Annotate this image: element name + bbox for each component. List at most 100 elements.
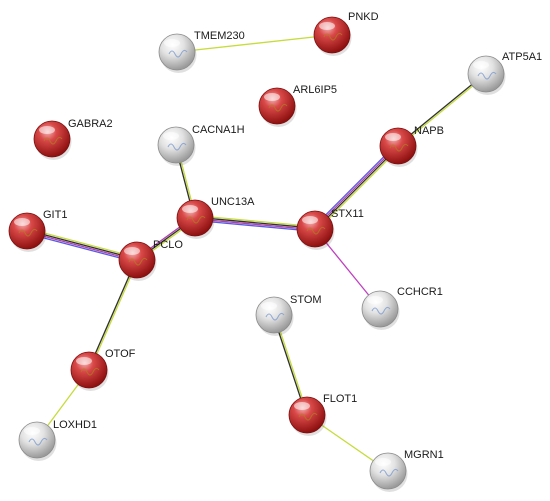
node-gabra2[interactable]: GABRA2 bbox=[33, 118, 113, 160]
node-unc13a[interactable]: UNC13A bbox=[176, 196, 255, 239]
node-cchcr1[interactable]: CCHCR1 bbox=[361, 286, 443, 330]
node-highlight bbox=[124, 247, 140, 255]
edge-strand bbox=[313, 144, 398, 229]
node-stom[interactable]: STOM bbox=[255, 294, 322, 336]
node-napb[interactable]: NAPB bbox=[379, 125, 444, 167]
structure-glyph-icon bbox=[268, 103, 288, 112]
node-label: PNKD bbox=[348, 11, 379, 23]
node-circle[interactable] bbox=[296, 210, 334, 248]
node-circle[interactable] bbox=[157, 126, 195, 164]
structure-glyph-icon bbox=[298, 412, 318, 421]
structure-glyph-icon bbox=[389, 143, 409, 152]
node-circle[interactable] bbox=[313, 16, 351, 54]
node-highlight bbox=[164, 39, 180, 47]
node-label: STOM bbox=[290, 294, 322, 306]
node-highlight bbox=[14, 218, 30, 226]
node-circle[interactable] bbox=[369, 452, 407, 490]
structure-glyph-icon bbox=[371, 306, 391, 315]
node-label: ARL6IP5 bbox=[293, 84, 337, 96]
structure-glyph-icon bbox=[265, 312, 285, 321]
node-label: FLOT1 bbox=[323, 393, 357, 405]
node-highlight bbox=[24, 427, 40, 435]
edge-strand bbox=[89, 260, 139, 371]
edge-strand bbox=[312, 143, 397, 228]
structure-glyph-icon bbox=[80, 367, 100, 376]
edge-strand bbox=[194, 219, 315, 233]
structure-glyph-icon bbox=[28, 437, 48, 446]
node-label: LOXHD1 bbox=[53, 419, 97, 431]
edge-git1-pclo bbox=[26, 228, 138, 263]
node-label: PCLO bbox=[153, 239, 183, 251]
node-circle[interactable] bbox=[255, 296, 293, 334]
node-label: UNC13A bbox=[211, 196, 255, 208]
node-label: CACNA1H bbox=[192, 124, 245, 136]
node-circle[interactable] bbox=[118, 241, 156, 279]
node-circle[interactable] bbox=[258, 87, 296, 125]
node-highlight bbox=[375, 458, 391, 466]
node-circle[interactable] bbox=[18, 421, 56, 459]
node-label: STX11 bbox=[331, 208, 364, 220]
node-pnkd[interactable]: PNKD bbox=[313, 11, 379, 56]
node-flot1[interactable]: FLOT1 bbox=[288, 393, 357, 436]
edge-strand bbox=[397, 72, 486, 146]
edge-strand bbox=[194, 218, 315, 231]
node-label: GIT1 bbox=[43, 209, 67, 221]
node-git1[interactable]: GIT1 bbox=[8, 209, 67, 252]
edge-strand bbox=[195, 216, 316, 229]
node-arl6ip5[interactable]: ARL6IP5 bbox=[258, 84, 337, 127]
node-atp5a1[interactable]: ATP5A1 bbox=[467, 51, 542, 95]
node-circle[interactable] bbox=[33, 120, 71, 158]
node-loxhd1[interactable]: LOXHD1 bbox=[18, 419, 97, 461]
node-highlight bbox=[385, 133, 401, 141]
node-highlight bbox=[163, 132, 179, 140]
structure-glyph-icon bbox=[43, 136, 63, 145]
node-label: NAPB bbox=[414, 125, 444, 137]
node-circle[interactable] bbox=[176, 199, 214, 237]
edge-atp5a1-napb bbox=[397, 72, 487, 148]
structure-glyph-icon bbox=[323, 32, 343, 41]
node-highlight bbox=[39, 126, 55, 134]
node-circle[interactable] bbox=[467, 55, 505, 93]
structure-glyph-icon bbox=[128, 257, 148, 266]
node-label: OTOF bbox=[105, 348, 136, 360]
node-circle[interactable] bbox=[379, 127, 417, 165]
node-label: MGRN1 bbox=[404, 449, 444, 461]
node-pclo[interactable]: PCLO bbox=[118, 239, 183, 281]
edge-strand bbox=[398, 74, 487, 148]
node-circle[interactable] bbox=[70, 351, 108, 389]
node-label: GABRA2 bbox=[68, 118, 113, 130]
edge-strand bbox=[195, 214, 316, 228]
node-highlight bbox=[264, 93, 280, 101]
node-tmem230[interactable]: TMEM230 bbox=[158, 30, 245, 73]
node-label: TMEM230 bbox=[194, 30, 245, 42]
structure-glyph-icon bbox=[477, 71, 497, 80]
node-label: ATP5A1 bbox=[502, 51, 542, 63]
node-circle[interactable] bbox=[8, 212, 46, 250]
structure-glyph-icon bbox=[168, 49, 188, 58]
structure-glyph-icon bbox=[18, 228, 38, 237]
edge-strand bbox=[316, 147, 401, 232]
node-highlight bbox=[367, 296, 383, 304]
node-highlight bbox=[76, 357, 92, 365]
node-highlight bbox=[261, 302, 277, 310]
node-highlight bbox=[319, 22, 335, 30]
structure-glyph-icon bbox=[306, 226, 326, 235]
structure-glyph-icon bbox=[167, 142, 187, 151]
edge-tmem230-pnkd bbox=[176, 34, 333, 53]
node-label: CCHCR1 bbox=[397, 286, 443, 298]
edge-strand bbox=[87, 259, 137, 370]
node-mgrn1[interactable]: MGRN1 bbox=[369, 449, 444, 492]
node-circle[interactable] bbox=[288, 396, 326, 434]
node-highlight bbox=[302, 216, 318, 224]
edge-pclo-otof bbox=[87, 259, 139, 371]
node-circle[interactable] bbox=[158, 33, 196, 71]
node-highlight bbox=[182, 205, 198, 213]
node-stx11[interactable]: STX11 bbox=[296, 208, 364, 250]
node-circle[interactable] bbox=[361, 290, 399, 328]
edge-strand bbox=[26, 232, 137, 263]
node-otof[interactable]: OTOF bbox=[70, 348, 136, 391]
edge-strand bbox=[315, 146, 400, 231]
node-cacna1h[interactable]: CACNA1H bbox=[157, 124, 245, 166]
